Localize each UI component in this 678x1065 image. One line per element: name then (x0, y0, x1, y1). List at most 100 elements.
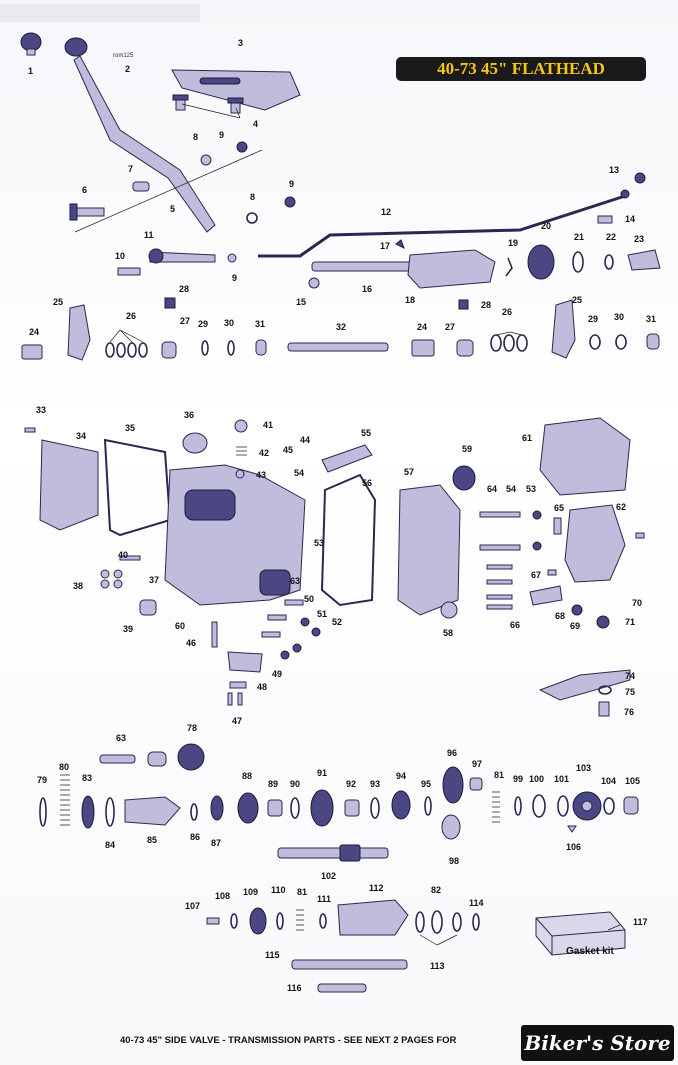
callout-98: 98 (449, 856, 459, 866)
callout-12: 12 (381, 207, 391, 217)
part-9-nut-c (227, 253, 237, 263)
part-91-gear (310, 789, 334, 827)
callout-13: 13 (609, 165, 619, 175)
part-111-ring (319, 913, 327, 929)
part-81-spring-b (296, 909, 304, 931)
callout-29: 29 (198, 319, 208, 329)
callout-104: 104 (601, 776, 616, 786)
callout-16: 16 (362, 284, 372, 294)
callout-74: 74 (625, 671, 635, 681)
callout-86: 86 (190, 832, 200, 842)
part-24-nut-right (411, 339, 435, 357)
part-81-spring (492, 791, 500, 823)
part-117-gasket-kit-box (535, 911, 626, 956)
part-71-nut (596, 615, 610, 629)
part-25-pawl-right (551, 299, 576, 359)
callout-109: 109 (243, 887, 258, 897)
part-15-washer (308, 277, 320, 289)
part-13-nut (634, 172, 646, 184)
part-53-nut-right (532, 510, 542, 520)
callout-95: 95 (421, 779, 431, 789)
callout-33: 33 (36, 405, 46, 415)
callout-68: 68 (555, 611, 565, 621)
callout-63: 63 (290, 576, 300, 586)
callout-28: 28 (179, 284, 189, 294)
part-63-bushing (147, 751, 167, 767)
callout-62: 62 (616, 502, 626, 512)
callout-61: 61 (522, 433, 532, 443)
part-110-ring (276, 912, 284, 930)
callout-53: 53 (526, 484, 536, 494)
callout-115: 115 (265, 950, 280, 960)
callout-87: 87 (211, 838, 221, 848)
part-95-ring (424, 796, 432, 816)
callout-3: 3 (238, 38, 243, 48)
part-48-plate (229, 681, 247, 689)
part-100-seal (532, 794, 546, 818)
callout-99: 99 (513, 774, 523, 784)
callout-15: 15 (296, 297, 306, 307)
part-69-nut (571, 604, 583, 616)
part-3-lever-bracket (171, 69, 301, 111)
part-87-gear (210, 795, 224, 821)
callout-21: 21 (574, 232, 584, 242)
part-33-38-40-small-hardware (24, 427, 141, 589)
callout-41: 41 (263, 420, 273, 430)
callout-31: 31 (646, 314, 656, 324)
part-90-ring (290, 797, 300, 819)
callout-46: 46 (186, 638, 196, 648)
callout-93: 93 (370, 779, 380, 789)
callout-76: 76 (624, 707, 634, 717)
part-22-washer (604, 254, 614, 270)
callout-102: 102 (321, 871, 336, 881)
callout-11: 11 (144, 230, 154, 240)
part-26-rings-left (105, 342, 148, 358)
callout-30: 30 (224, 318, 234, 328)
part-20-gear (527, 244, 555, 280)
callout-117: 117 (633, 917, 648, 927)
callout-26: 26 (502, 307, 512, 317)
callout-79: 79 (37, 775, 47, 785)
callout-35: 35 (125, 423, 135, 433)
callout-60: 60 (175, 621, 185, 631)
part-17-ball (395, 239, 405, 250)
part-64-66-studs (479, 511, 521, 610)
part-32-shaft (287, 342, 389, 352)
callout-29: 29 (588, 314, 598, 324)
callout-20: 20 (541, 221, 551, 231)
part-23-lever (627, 249, 661, 271)
callout-85: 85 (147, 835, 157, 845)
callout-45: 45 (283, 445, 293, 455)
part-107-pin (206, 917, 220, 925)
part-6-bolt (73, 207, 105, 217)
top-header-strip (0, 4, 200, 22)
part-30-washer-right (615, 334, 627, 350)
part-46-stud (211, 621, 218, 648)
callout-92: 92 (346, 779, 356, 789)
part-16-shaft (311, 261, 413, 272)
callout-57: 57 (404, 467, 414, 477)
part-31-nut-left (255, 339, 267, 356)
callout-70: 70 (632, 598, 642, 608)
callout-50: 50 (304, 594, 314, 604)
callout-43: 43 (256, 470, 266, 480)
part-108-ring (230, 913, 238, 929)
part-26-rings-right (490, 334, 528, 352)
callout-54: 54 (506, 484, 516, 494)
part-58-bushing (440, 601, 458, 619)
part-98-thrust (441, 814, 461, 840)
part-86-washer (190, 803, 198, 821)
part-63-shaft (99, 754, 136, 764)
part-42-spring (236, 446, 247, 456)
callout-110: 110 (271, 885, 286, 895)
bikers-store-watermark: Biker's Store (521, 1025, 674, 1061)
callout-numbers: 1 2 3 4 5 6 7 8 8 9 9 9 10 11 12 13 14 1… (28, 38, 656, 993)
part-36-bushing (182, 432, 208, 454)
callout-78: 78 (187, 723, 197, 733)
part-102-mainshaft (277, 847, 389, 859)
callout-89: 89 (268, 779, 278, 789)
part-6-bolt-head (69, 203, 78, 221)
callout-44: 44 (300, 435, 310, 445)
part-76-bolt (598, 701, 610, 717)
callout-94: 94 (396, 771, 406, 781)
